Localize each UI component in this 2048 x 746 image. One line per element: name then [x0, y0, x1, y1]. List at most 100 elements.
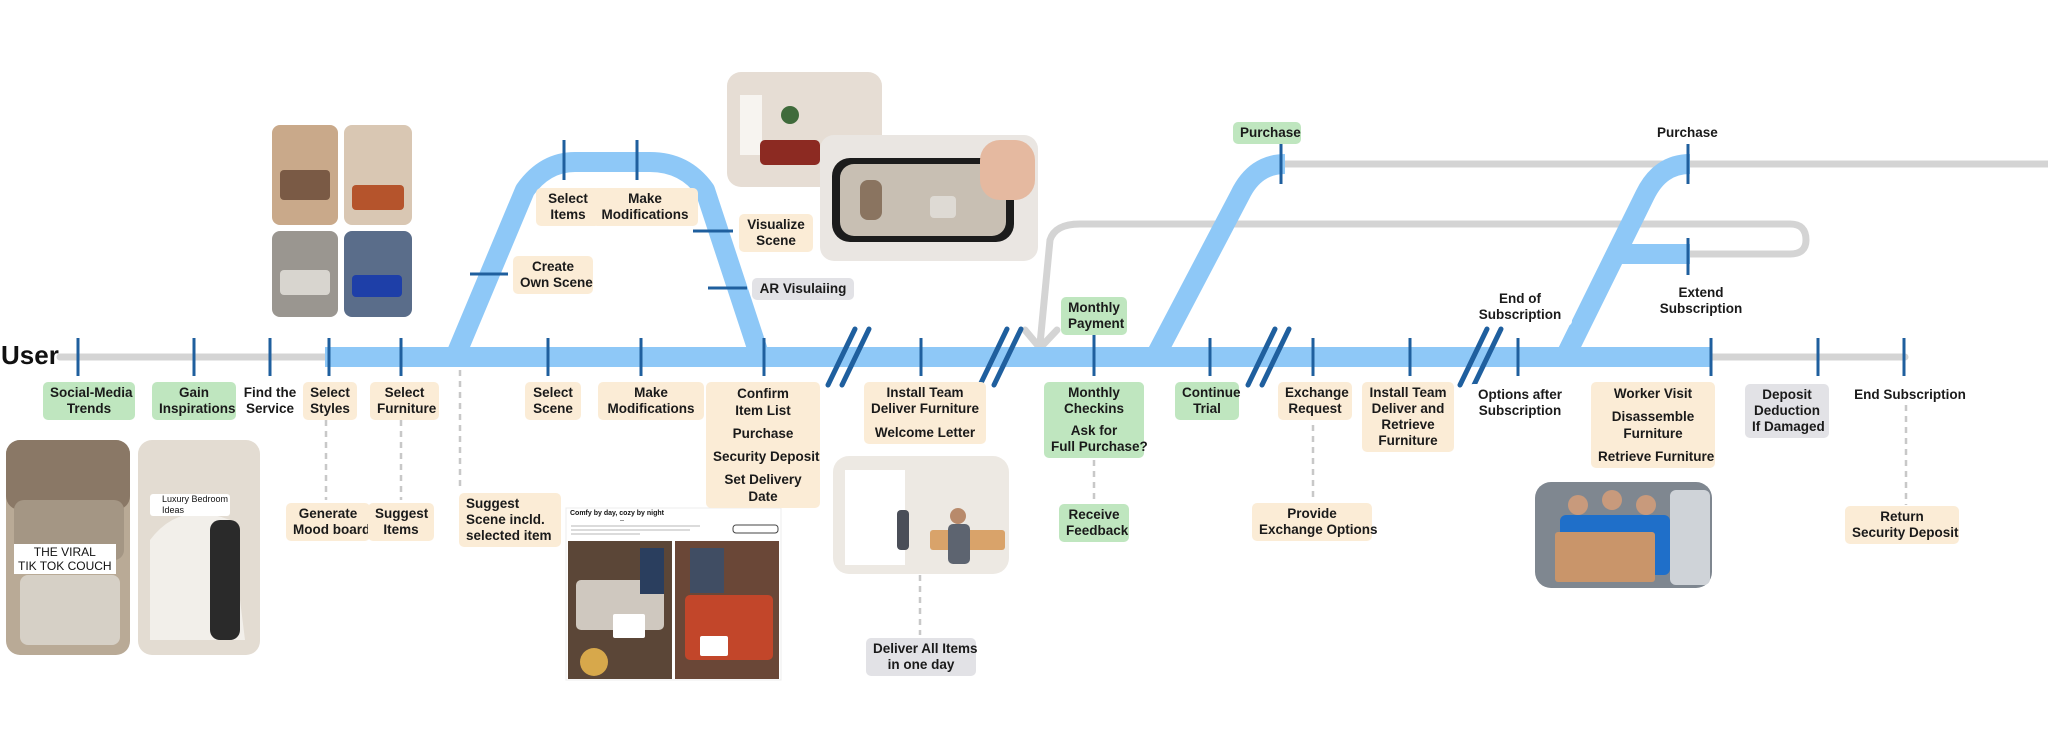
label-line: Inspirations — [159, 401, 236, 416]
label-line: Deliver Furniture — [871, 401, 980, 416]
label-line: Furniture — [1378, 433, 1438, 448]
label-line: Service — [245, 401, 295, 416]
label-line: Receive — [1068, 507, 1120, 522]
label-line: Mood board — [293, 522, 371, 537]
label-line: Ideas — [162, 505, 185, 515]
label-line: Scene — [533, 401, 573, 416]
label-line: Monthly — [1068, 385, 1120, 400]
label-line: Generate — [298, 506, 358, 521]
purchase-branch-2 — [1556, 154, 1691, 362]
label-line: Make — [628, 191, 662, 206]
label-line: AR Visulaiing — [759, 281, 847, 296]
label-line: Ask for — [1070, 423, 1118, 438]
label-line: Social-Media — [50, 385, 133, 400]
blue-track — [325, 152, 1712, 367]
label-line: End of — [1499, 291, 1541, 306]
label-line: Options after — [1477, 387, 1562, 402]
grey-track-loop — [1036, 220, 1810, 348]
label-line: Set Delivery — [724, 472, 802, 487]
label-line: Purchase — [732, 426, 794, 441]
break-4a — [1457, 326, 1490, 388]
label-line: Install Team — [886, 385, 964, 400]
label-line: Select — [384, 385, 425, 400]
purchase-branch-1 — [1146, 154, 1286, 362]
luxury-bedroom-image — [138, 440, 260, 655]
break-2b — [991, 326, 1024, 388]
break-4b — [1471, 326, 1504, 388]
label-line: Scene incld. — [466, 512, 545, 527]
label-line: Items — [550, 207, 586, 222]
label-line: Select — [310, 385, 350, 400]
break-1a — [825, 326, 858, 388]
label-line: Purchase — [1240, 125, 1301, 140]
label-line: Return — [1880, 509, 1924, 524]
label-line: Deliver and — [1371, 401, 1445, 416]
images — [6, 72, 1712, 681]
ar-phone-image — [820, 135, 1038, 261]
ar-visualizing: AR Visulaiing — [752, 278, 854, 300]
installer-image — [833, 456, 1009, 574]
label-line: THE VIRAL — [33, 545, 96, 559]
label-line: Extend — [1678, 285, 1724, 300]
label-line: Deduction — [1754, 403, 1820, 418]
label-line: Select — [548, 191, 588, 206]
label-line: Suggest — [375, 506, 429, 521]
label-line: Modifications — [607, 401, 695, 416]
label-line: Security Deposit — [713, 449, 820, 464]
label-line: Furniture — [1623, 426, 1683, 441]
label-line: Retrieve — [1381, 417, 1435, 432]
label-line: in one day — [887, 657, 955, 672]
label-line: Purchase — [1657, 125, 1718, 140]
label-line: Retrieve Furniture — [1598, 449, 1715, 464]
label-line: Own Scene — [520, 275, 593, 290]
label-line: Provide — [1287, 506, 1337, 521]
label-line: Furniture — [377, 401, 437, 416]
label-line: Exchange — [1285, 385, 1349, 400]
break-markers — [825, 326, 1504, 388]
label-line: Make — [634, 385, 668, 400]
label-line: Item List — [735, 403, 791, 418]
dashed-connectors — [324, 370, 1908, 635]
label-line: Create — [531, 259, 575, 274]
label-line: If Damaged — [1752, 419, 1825, 434]
label-line: Deliver All Items — [873, 641, 978, 656]
label-line: Modifications — [601, 207, 689, 222]
label-line: Select — [533, 385, 573, 400]
label-line: Suggest — [466, 496, 520, 511]
label-line: Install Team — [1369, 385, 1447, 400]
label-line: Disassemble — [1611, 409, 1695, 424]
label-line: Continue — [1182, 385, 1241, 400]
label-line: Subscription — [1659, 301, 1743, 316]
mood-board-image — [272, 125, 412, 317]
ad-headline: Comfy by day, cozy by night — [570, 510, 664, 517]
purchase-top-2: Purchase — [1650, 122, 1724, 144]
label-line: Feedback — [1066, 523, 1129, 538]
label-line: Trends — [66, 401, 112, 416]
ad-image — [565, 507, 782, 681]
user-title: User — [1, 340, 59, 370]
label-line: Visualize — [747, 217, 805, 232]
label-line: Payment — [1068, 316, 1125, 331]
label-line: Luxury Bedroom — [162, 494, 229, 504]
